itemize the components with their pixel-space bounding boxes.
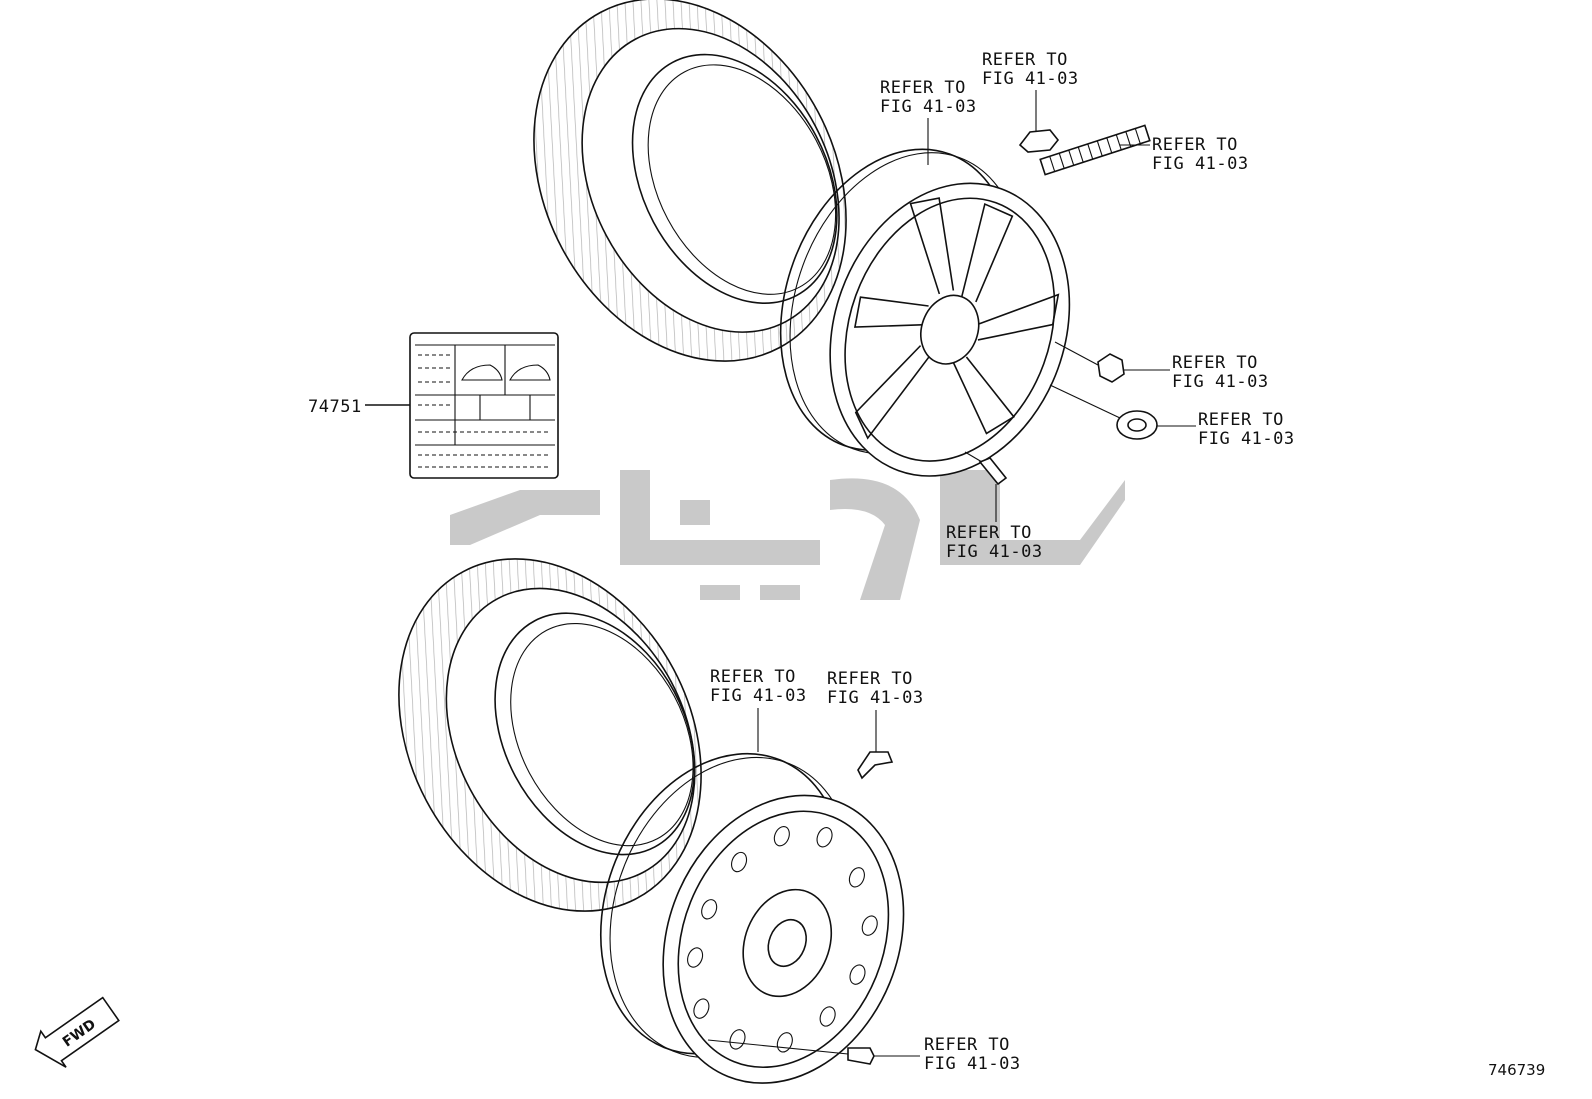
svg-text:REFER TO: REFER TO	[827, 669, 913, 689]
steel-wheel-lower	[599, 752, 905, 1084]
lug-nut-upper	[1054, 341, 1125, 383]
svg-text:REFER TO: REFER TO	[710, 667, 796, 687]
watermark-logo	[450, 470, 1125, 600]
reference-label: REFER TO FIG 41-03	[982, 50, 1079, 132]
tire-lower	[398, 558, 702, 912]
reference-label: REFER TO FIG 41-03	[946, 484, 1043, 562]
svg-text:FIG 41-03: FIG 41-03	[1152, 154, 1249, 174]
figure-number: 746739	[1488, 1061, 1545, 1079]
tire-pressure-label-icon	[409, 332, 559, 479]
alloy-wheel-icon	[779, 148, 1071, 477]
valve-stem-icon	[964, 451, 1008, 486]
reference-label: REFER TO FIG 41-03	[1124, 353, 1269, 392]
svg-text:REFER TO: REFER TO	[924, 1035, 1010, 1055]
valve-stem-icon	[857, 751, 894, 780]
reference-label: REFER TO FIG 41-03	[1120, 135, 1249, 174]
valve-upper	[964, 451, 1008, 486]
tire-icon	[398, 558, 702, 912]
svg-text:REFER TO: REFER TO	[880, 78, 966, 98]
reference-label: REFER TO FIG 41-03	[874, 1035, 1021, 1074]
svg-text:REFER TO: REFER TO	[982, 50, 1068, 70]
wheel-weight-icon	[1039, 124, 1151, 176]
svg-text:REFER TO: REFER TO	[1198, 410, 1284, 430]
svg-text:FIG 41-03: FIG 41-03	[710, 686, 807, 706]
fwd-arrow-icon: FWD	[34, 996, 120, 1068]
svg-text:FIG 41-03: FIG 41-03	[827, 688, 924, 708]
valve-stem-icon	[707, 1039, 875, 1065]
svg-text:FIG 41-03: FIG 41-03	[924, 1054, 1021, 1074]
tire-pressure-label	[409, 332, 559, 479]
part-number-label: 74751	[308, 397, 362, 417]
center-cap-upper	[1049, 384, 1158, 440]
reference-label: REFER TO FIG 41-03	[710, 667, 807, 752]
svg-text:REFER TO: REFER TO	[946, 523, 1032, 543]
svg-text:FIG 41-03: FIG 41-03	[1172, 372, 1269, 392]
reference-label: REFER TO FIG 41-03	[827, 669, 924, 752]
alloy-wheel-upper	[779, 148, 1071, 477]
svg-text:REFER TO: REFER TO	[1152, 135, 1238, 155]
lug-nut-icon	[1054, 341, 1125, 383]
reference-label: REFER TO FIG 41-03	[880, 78, 977, 165]
tire-upper	[533, 0, 847, 362]
valve-stem-icon	[1018, 129, 1060, 153]
svg-text:FIG 41-03: FIG 41-03	[982, 69, 1079, 89]
wheel-weight-upper	[1039, 124, 1151, 176]
valve-lower	[707, 1039, 875, 1065]
svg-text:FIG 41-03: FIG 41-03	[1198, 429, 1295, 449]
tpms-sensor-upper	[1018, 129, 1060, 153]
steel-wheel-icon	[599, 752, 905, 1084]
svg-text:REFER TO: REFER TO	[1172, 353, 1258, 373]
tire-icon	[533, 0, 847, 362]
center-cap-icon	[1049, 384, 1158, 440]
svg-text:FIG 41-03: FIG 41-03	[946, 542, 1043, 562]
reference-label: REFER TO FIG 41-03	[1157, 410, 1295, 449]
tpms-sensor-lower	[857, 751, 894, 780]
svg-text:FIG 41-03: FIG 41-03	[880, 97, 977, 117]
